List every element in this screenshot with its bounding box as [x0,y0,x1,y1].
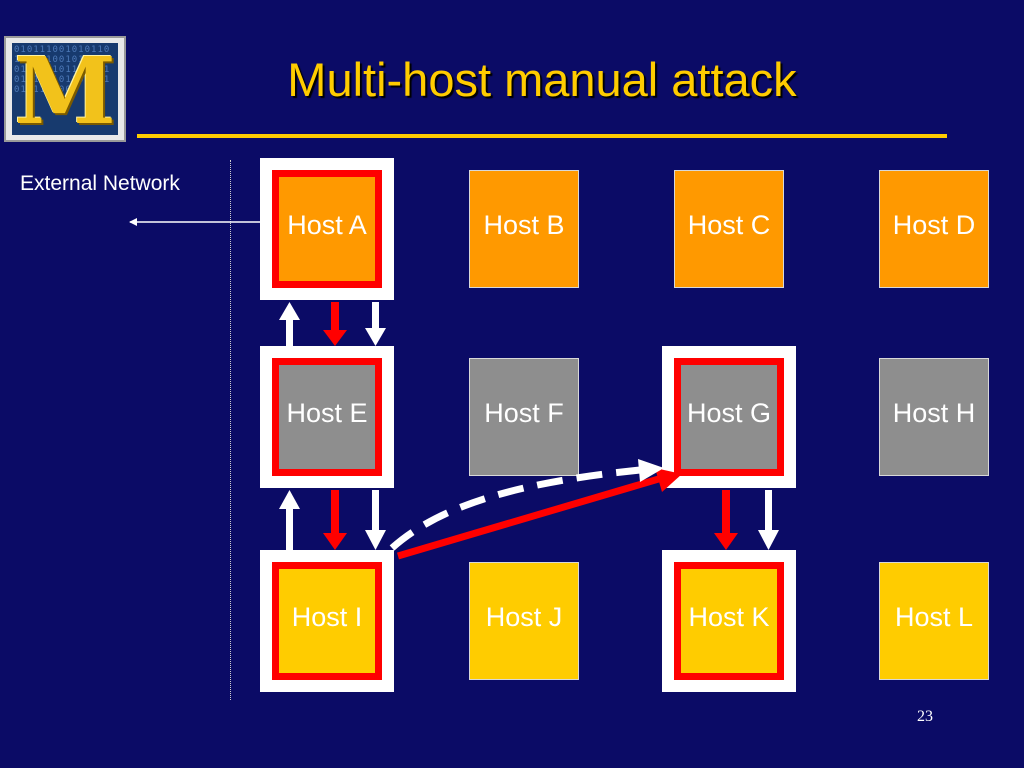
host-j-label: Host J [485,601,563,632]
host-e: Host E [260,346,394,488]
arrow-i-to-e [279,490,300,550]
network-boundary-line [230,160,231,700]
page-number: 23 [917,708,933,725]
host-c: Host C [674,170,784,288]
arrow-i-to-g-dashed [389,459,664,551]
host-g-label: Host G [686,397,772,428]
external-network-label: External Network [20,172,180,195]
host-d-label: Host D [892,209,976,240]
arrow-e-to-a [279,302,300,346]
host-d: Host D [879,170,989,288]
arrow-i-to-g-attack [397,468,682,560]
host-b: Host B [469,170,579,288]
university-logo: 0101110010101101011010010110110101001011… [4,36,126,142]
host-f-label: Host F [484,397,564,428]
slide-title: Multi-host manual attack [287,53,797,106]
host-h-label: Host H [892,397,976,428]
arrow-e-to-i-attack [323,490,347,550]
host-a: Host A [260,158,394,300]
host-f: Host F [469,358,579,476]
arrow-e-to-i-return [365,490,386,550]
host-l: Host L [879,562,989,680]
logo-letter: M [14,43,116,135]
host-k: Host K [662,550,796,692]
host-c-label: Host C [687,209,771,240]
host-k-label: Host K [688,601,770,632]
host-a-label: Host A [287,209,367,240]
host-h: Host H [879,358,989,476]
host-b-label: Host B [483,209,565,240]
host-l-label: Host L [894,601,974,632]
arrow-a-to-e-return [365,302,386,346]
title-underline [137,134,947,138]
logo-panel: 0101110010101101011010010110110101001011… [12,43,118,135]
arrow-g-to-k-attack [714,490,738,550]
host-j: Host J [469,562,579,680]
host-i-label: Host I [291,601,363,632]
arrow-a-to-e-attack [323,302,347,346]
host-i: Host I [260,550,394,692]
host-g: Host G [662,346,796,488]
host-e-label: Host E [286,397,368,428]
logo-binary-pattern: 0101110010101101011010010110110101001011… [14,45,111,95]
arrow-g-to-k-return [758,490,779,550]
